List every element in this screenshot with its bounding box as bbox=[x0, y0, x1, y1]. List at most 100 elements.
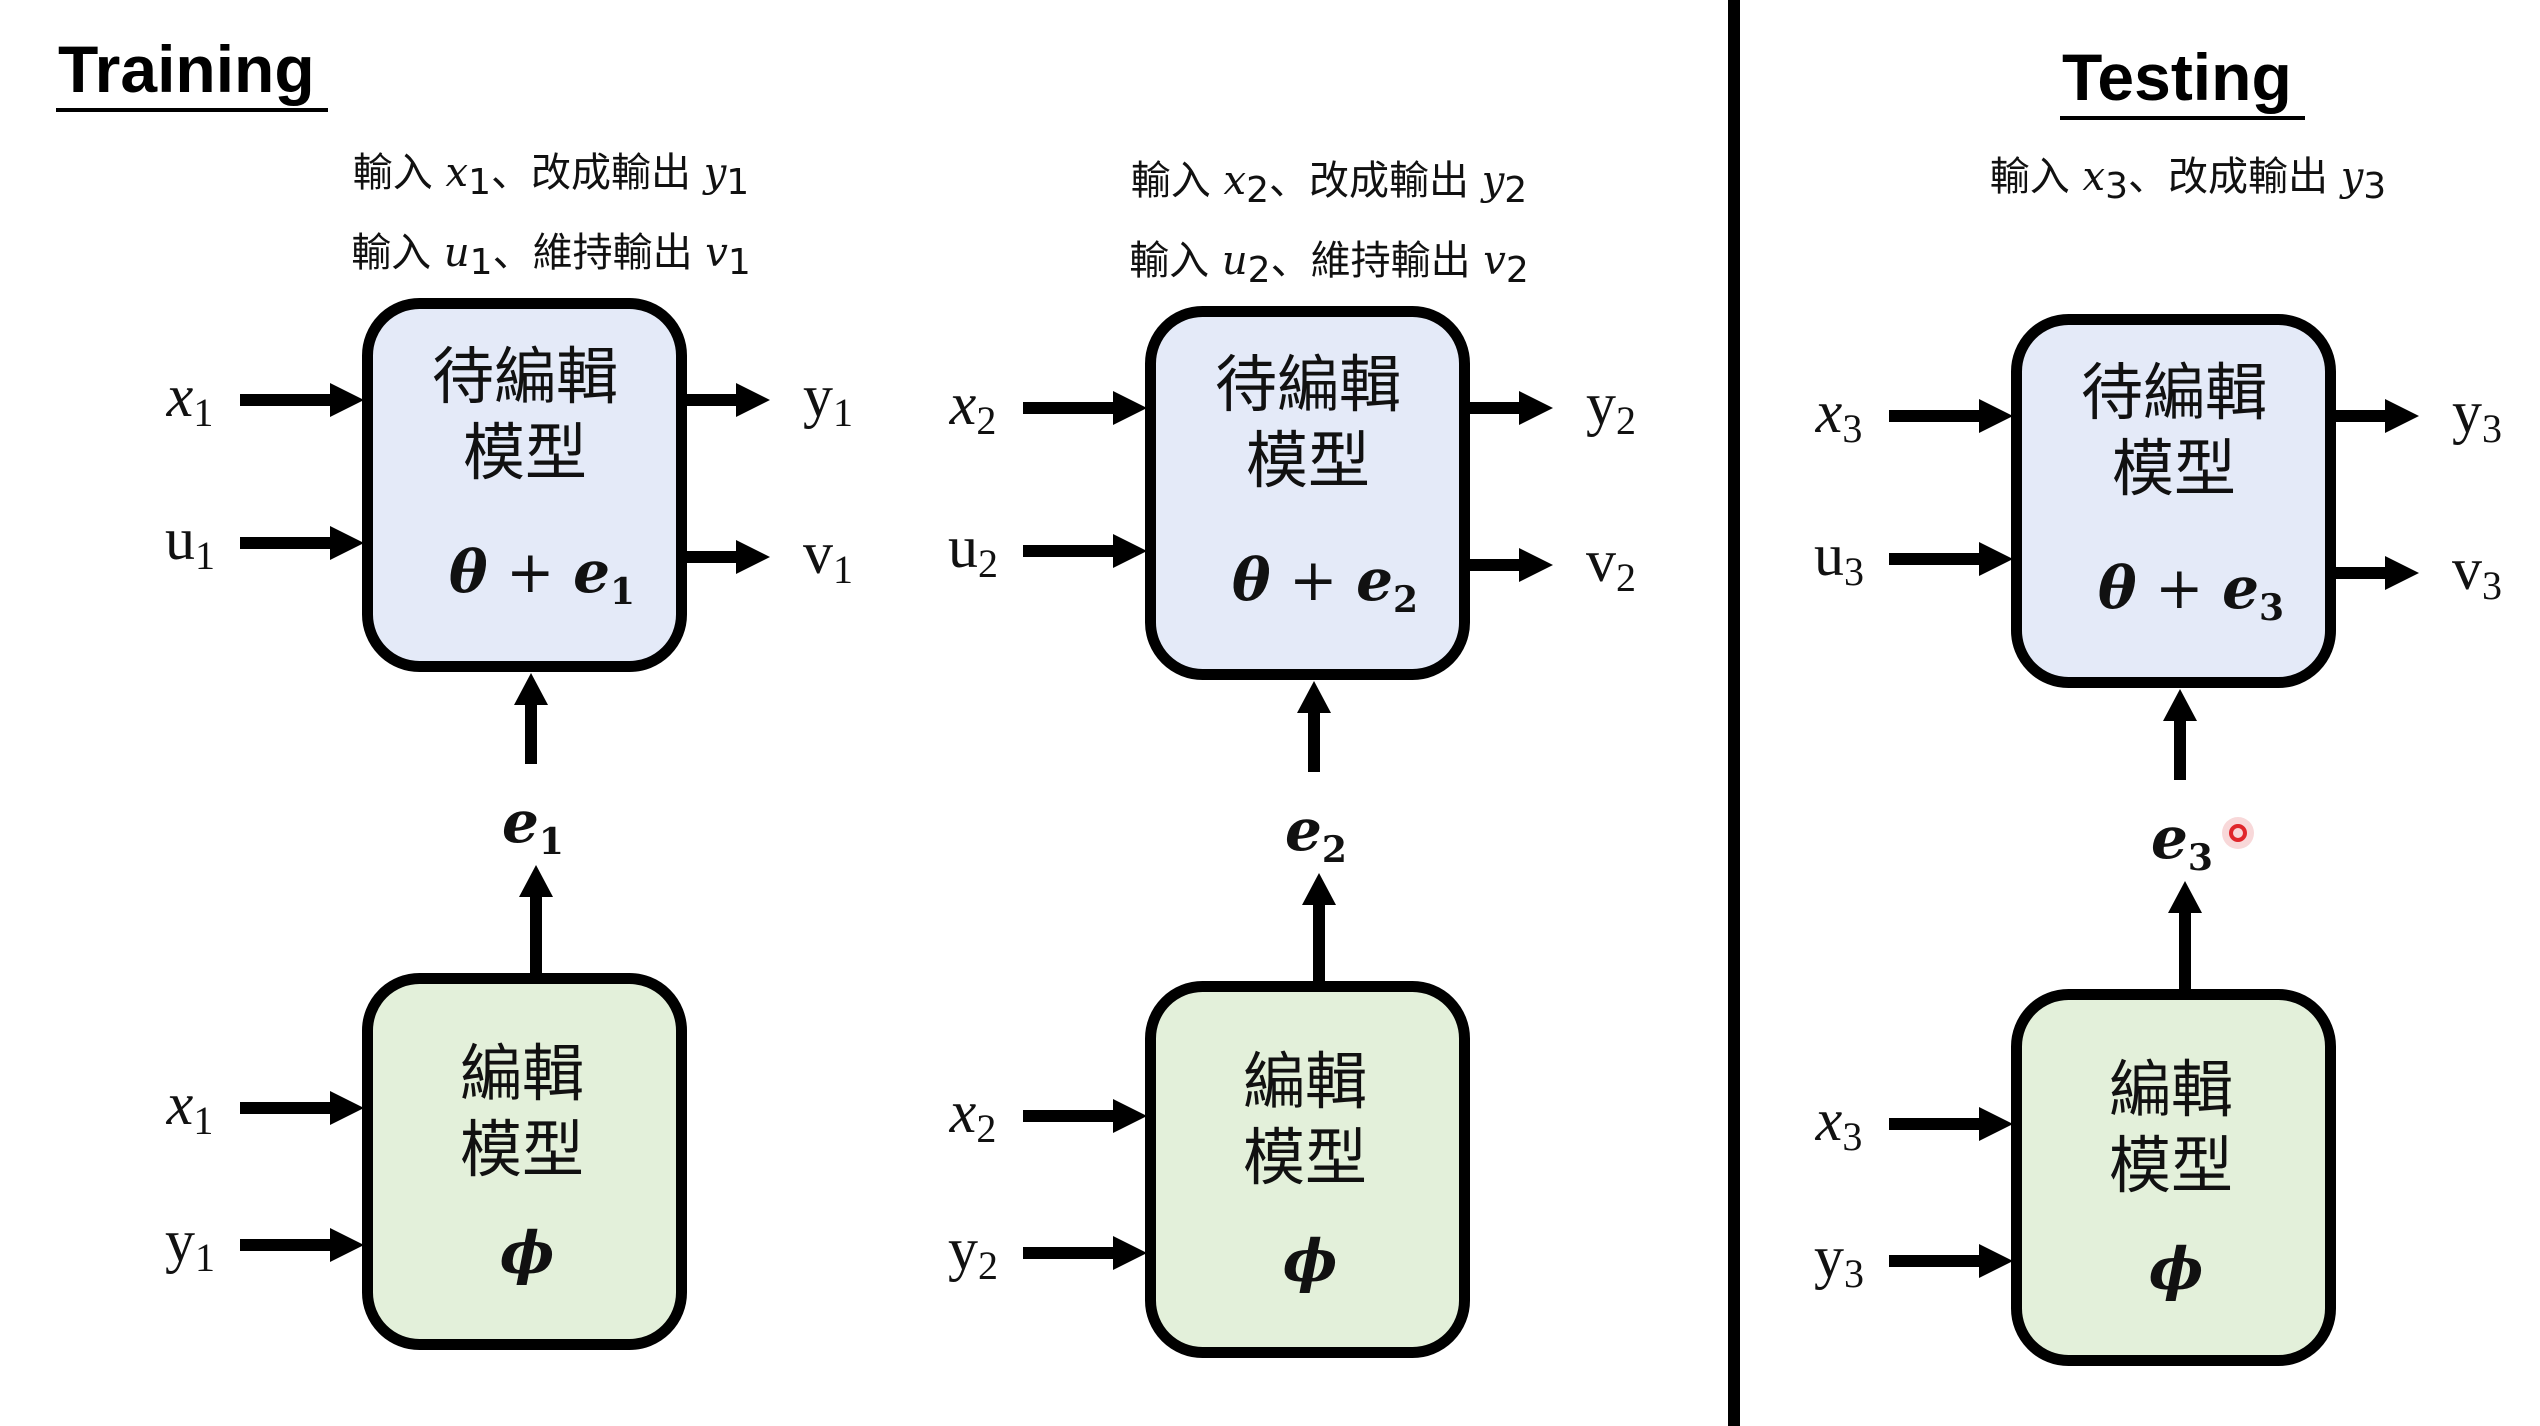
editor-model-params: ϕ bbox=[500, 1219, 555, 1287]
target-model-box bbox=[2011, 314, 2336, 688]
caption-line: 輸入 u1、維持輸出 v1 bbox=[351, 230, 751, 283]
caption-line: 輸入 x1、改成輸出 y1 bbox=[353, 150, 749, 203]
label-symbol: y bbox=[165, 1208, 195, 1274]
label-symbol: v bbox=[2452, 536, 2482, 602]
plus-symbol: + bbox=[1271, 546, 1356, 614]
editor-input-label-x: x2 bbox=[949, 1079, 997, 1151]
label-symbol: x bbox=[949, 371, 977, 437]
arrow-shaft bbox=[1023, 1247, 1113, 1259]
cursor-glow bbox=[2222, 817, 2254, 849]
target-model-title-line2: 模型 bbox=[2112, 432, 2236, 505]
arrow-head bbox=[330, 1228, 364, 1262]
arrow-shaft bbox=[1889, 1118, 1979, 1130]
caption-subscript: 1 bbox=[470, 242, 493, 283]
input-label-u: u2 bbox=[948, 514, 998, 586]
arrow-head bbox=[1113, 534, 1147, 568]
output-label-v: v3 bbox=[2452, 536, 2502, 608]
output-label-v: v2 bbox=[1586, 528, 1636, 600]
label-subscript: 2 bbox=[978, 1243, 998, 1288]
target-model-params: θ + e2 bbox=[1232, 546, 1418, 621]
label-symbol: u bbox=[948, 514, 978, 580]
arrow-shaft bbox=[525, 705, 537, 764]
target-model-params: θ + e1 bbox=[449, 538, 635, 613]
editor-input-arrow-x bbox=[1889, 1107, 2013, 1141]
theta-symbol: θ bbox=[449, 538, 488, 606]
caption-text: 輸入 bbox=[353, 150, 446, 196]
input-label-x: x2 bbox=[949, 371, 997, 443]
caption-output-var: y bbox=[2339, 154, 2365, 200]
edit-symbol: e bbox=[1356, 546, 1393, 614]
caption-input-var: u bbox=[444, 230, 470, 276]
arrow-head bbox=[1519, 391, 1553, 425]
input-arrow-u bbox=[1023, 534, 1147, 568]
caption-input-var: x bbox=[1224, 158, 1247, 204]
target-model-title-line1: 待編輯 bbox=[1215, 348, 1401, 421]
label-symbol: y bbox=[2452, 379, 2482, 445]
arrow-head bbox=[1302, 873, 1336, 905]
caption-subscript: 1 bbox=[728, 242, 751, 283]
input-label-u: u3 bbox=[1814, 522, 1864, 594]
input-label-x: x3 bbox=[1815, 379, 1863, 451]
arrow-head bbox=[1297, 681, 1331, 713]
arrow-head bbox=[1113, 1099, 1147, 1133]
cursor-ring bbox=[2229, 824, 2247, 842]
editor-model-title-line1: 編輯 bbox=[460, 1037, 584, 1110]
label-symbol: x bbox=[166, 363, 194, 429]
output-arrow-v bbox=[1468, 548, 1553, 582]
caption-subscript: 3 bbox=[2105, 166, 2128, 207]
arrow-shaft bbox=[685, 551, 736, 563]
output-label-y: y3 bbox=[2452, 379, 2502, 451]
cursor-indicator bbox=[2222, 817, 2254, 849]
editor-to-edit-arrow bbox=[2168, 881, 2202, 992]
editor-input-label-x: x3 bbox=[1815, 1087, 1863, 1159]
section-divider bbox=[1728, 0, 1740, 1426]
editor-to-edit-arrow bbox=[1302, 873, 1336, 984]
arrow-shaft bbox=[1313, 905, 1325, 984]
label-symbol: x bbox=[1815, 1087, 1843, 1153]
caption-subscript: 2 bbox=[1506, 250, 1529, 291]
caption-output-var: y bbox=[1480, 158, 1506, 204]
arrow-shaft bbox=[240, 537, 330, 549]
label-subscript: 3 bbox=[1844, 1251, 1864, 1296]
arrow-head bbox=[2385, 399, 2419, 433]
label-symbol: v bbox=[803, 520, 833, 586]
label-subscript: 2 bbox=[976, 398, 996, 443]
editor-model-box bbox=[2011, 989, 2336, 1366]
label-subscript: 1 bbox=[833, 390, 853, 435]
arrow-shaft bbox=[1468, 559, 1519, 571]
arrow-head bbox=[1979, 399, 2013, 433]
arrow-head bbox=[1979, 1244, 2013, 1278]
output-arrow-v bbox=[685, 540, 770, 574]
edit-subscript: 3 bbox=[2188, 837, 2213, 879]
editor-input-arrow-x bbox=[240, 1091, 364, 1125]
arrow-shaft bbox=[240, 394, 330, 406]
editor-model-box bbox=[1145, 981, 1470, 1358]
arrow-head bbox=[2163, 689, 2197, 721]
label-symbol: y bbox=[1814, 1224, 1844, 1290]
caption-output-var: y bbox=[702, 150, 728, 196]
edit-subscript: 2 bbox=[1322, 829, 1347, 871]
arrow-shaft bbox=[1023, 545, 1113, 557]
caption-text: 輸入 bbox=[1131, 158, 1224, 204]
arrow-head bbox=[519, 865, 553, 897]
caption-subscript: 2 bbox=[1246, 170, 1269, 211]
target-model-title-line2: 模型 bbox=[1246, 424, 1370, 497]
label-symbol: u bbox=[1814, 522, 1844, 588]
plus-symbol: + bbox=[488, 538, 573, 606]
caption-text: 、維持輸出 bbox=[1271, 238, 1484, 284]
input-arrow-u bbox=[1889, 542, 2013, 576]
arrow-shaft bbox=[2179, 913, 2191, 992]
editor-model-box bbox=[362, 973, 687, 1350]
editor-input-label-y: y1 bbox=[165, 1208, 215, 1280]
arrow-head bbox=[736, 383, 770, 417]
editor-model-title-line1: 編輯 bbox=[2109, 1053, 2233, 1126]
editor-input-arrow-x bbox=[1023, 1099, 1147, 1133]
input-arrow-x bbox=[1023, 391, 1147, 425]
caption-text: 、改成輸出 bbox=[491, 150, 704, 196]
